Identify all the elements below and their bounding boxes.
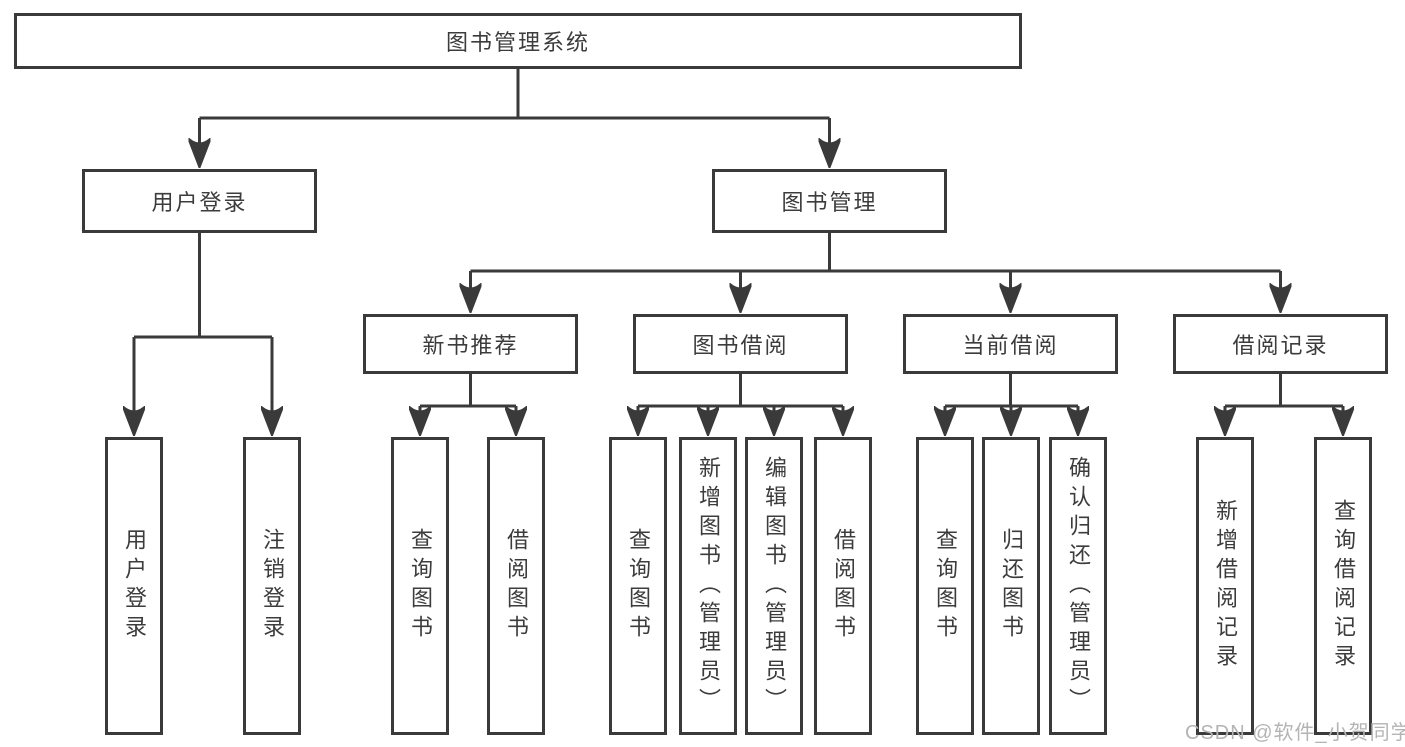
connector-new-book-recommend	[420, 374, 516, 408]
node-label: 注销登录	[260, 528, 285, 644]
node-label: 借阅记录	[1232, 333, 1329, 358]
node-label: 新增借阅记录	[1213, 499, 1238, 673]
node-label: 当前借阅	[962, 333, 1059, 358]
leaf-borrow-edit-books-admin: 编辑图书（管理员）	[745, 437, 803, 735]
node-label: 编辑图书（管理员）	[762, 455, 787, 717]
node-label: 归还图书	[999, 528, 1024, 644]
node-label: 借阅图书	[504, 528, 529, 644]
node-label: 图书管理	[781, 190, 878, 215]
node-user-login: 用户登录	[82, 169, 317, 233]
leaf-records-query-record: 查询借阅记录	[1314, 437, 1372, 735]
leaf-user-login: 用户登录	[105, 437, 163, 735]
node-library-management-system: 图书管理系统	[14, 13, 1022, 69]
leaf-recommend-borrow-books: 借阅图书	[487, 437, 545, 735]
node-label: 查询图书	[408, 528, 433, 644]
node-label: 确认归还（管理员）	[1066, 455, 1091, 717]
connector-book-borrow	[638, 374, 843, 408]
node-label: 查询图书	[626, 528, 651, 644]
leaf-borrow-query-books: 查询图书	[609, 437, 667, 735]
leaf-current-query-books: 查询图书	[916, 437, 974, 735]
leaf-records-add-record: 新增借阅记录	[1196, 437, 1254, 735]
node-label: 查询图书	[933, 528, 958, 644]
leaf-borrow-borrow-books: 借阅图书	[814, 437, 872, 735]
node-label: 新书推荐	[422, 333, 519, 358]
leaf-current-return-books: 归还图书	[982, 437, 1040, 735]
node-new-book-recommend: 新书推荐	[363, 314, 578, 374]
csdn-watermark: CSDN @软件_小贺同学	[1185, 722, 1405, 744]
connector-book-management	[470, 233, 1281, 273]
node-book-management: 图书管理	[712, 169, 947, 233]
leaf-recommend-query-books: 查询图书	[391, 437, 449, 735]
node-label: 查询借阅记录	[1331, 499, 1356, 673]
connector-current-borrow	[945, 374, 1078, 408]
node-book-borrow: 图书借阅	[633, 314, 848, 374]
node-label: 新增图书（管理员）	[696, 455, 721, 717]
connector-root	[199, 69, 830, 120]
node-label: 图书借阅	[692, 333, 789, 358]
connector-borrow-records	[1225, 374, 1343, 408]
node-current-borrow: 当前借阅	[903, 314, 1118, 374]
node-label: 用户登录	[122, 528, 147, 644]
leaf-logout: 注销登录	[243, 437, 301, 735]
leaf-borrow-add-books-admin: 新增图书（管理员）	[679, 437, 737, 735]
node-label: 借阅图书	[831, 528, 856, 644]
connector-user-login	[134, 233, 272, 339]
leaf-current-confirm-return-admin: 确认归还（管理员）	[1049, 437, 1107, 735]
node-label: 图书管理系统	[445, 30, 590, 55]
node-borrow-records: 借阅记录	[1173, 314, 1388, 374]
node-label: 用户登录	[151, 190, 248, 215]
